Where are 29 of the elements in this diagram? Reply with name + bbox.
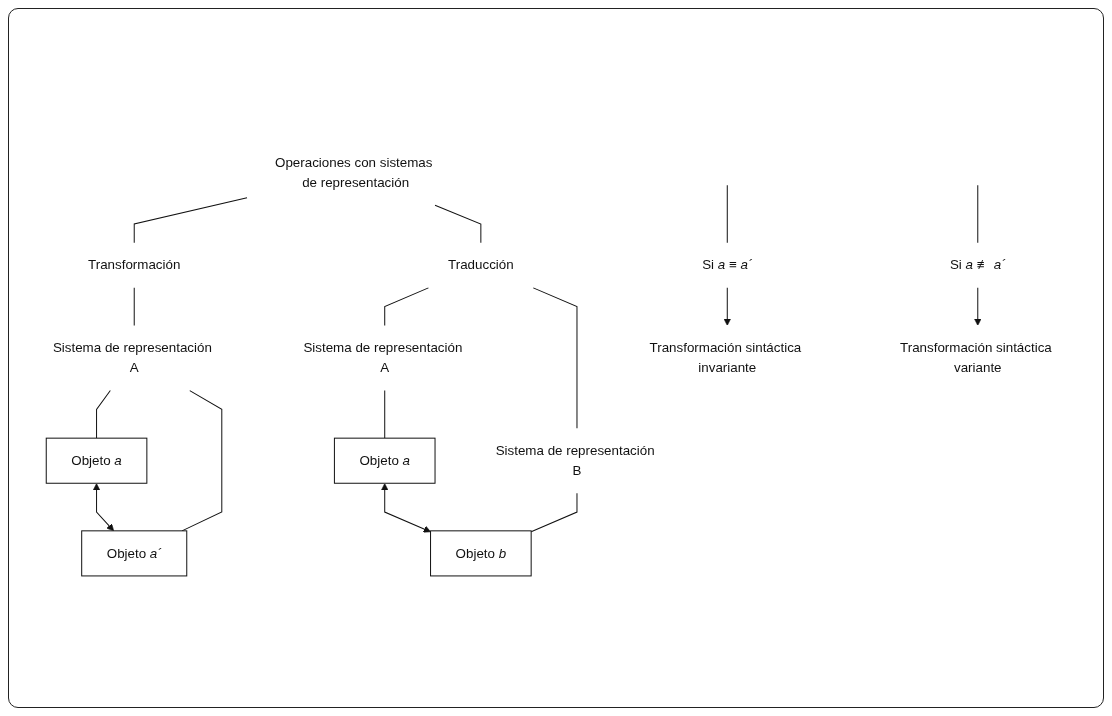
connector <box>133 197 248 244</box>
node-box <box>81 530 188 577</box>
node-text: Transformación sintáctica invariante <box>649 340 802 375</box>
arrow <box>381 483 431 533</box>
arrow <box>723 287 731 326</box>
node-box <box>45 437 148 484</box>
node-text: Transformación sintáctica variante <box>900 340 1052 375</box>
node-text: Si a ≡ a´ <box>702 257 753 272</box>
node-text: Sistema de representación A <box>303 340 463 375</box>
connector <box>726 184 728 244</box>
node-text: Transformación <box>88 257 181 272</box>
node-text: Sistema de representación B <box>495 443 655 478</box>
node-box <box>333 437 436 484</box>
node-box <box>430 530 532 577</box>
connector <box>977 184 979 244</box>
node-text: Operaciones con sistemas de representación <box>275 155 433 190</box>
diagram-frame: Operaciones con sistemas de representación Transformación Traducción Sistema de representación A Sistema de representación A Sistema de representación B Objeto a Objeto a´ Objeto a Objeto b Si a ≡ a´ Si a ≢ a´ Transformación sintáctica invariante Transformación sintáctica variante <box>8 8 1104 708</box>
connector <box>532 287 578 429</box>
node-text: Si a ≢ a´ <box>949 257 1006 272</box>
arrow <box>92 483 114 532</box>
node-text: Traducción <box>448 257 514 272</box>
connector <box>434 204 482 244</box>
connector <box>133 287 135 326</box>
connector <box>384 390 386 439</box>
connector <box>96 390 111 439</box>
connector <box>530 492 578 533</box>
arrow <box>974 287 982 326</box>
node-text: Sistema de representación A <box>52 340 212 375</box>
connector <box>384 287 429 326</box>
